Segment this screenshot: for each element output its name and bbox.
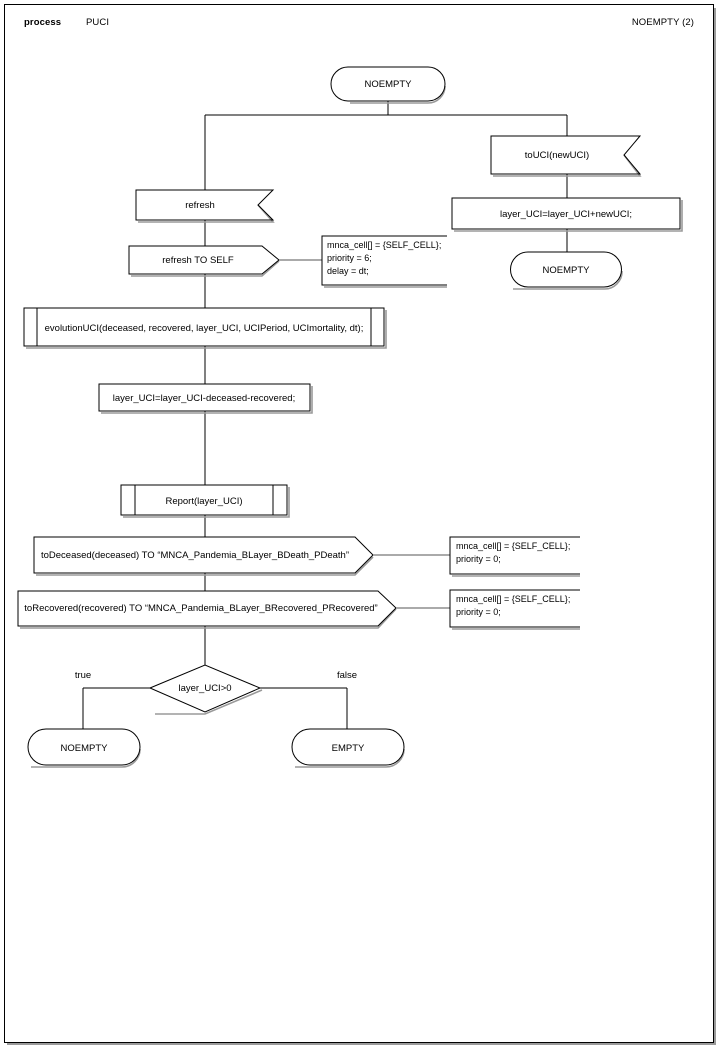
state-noempty-after-toUCI-label: NOEMPTY bbox=[543, 265, 591, 276]
procedure-call-report[interactable]: Report(layer_UCI) bbox=[120, 484, 290, 518]
comment-recovered-line-1: mnca_cell[] = {SELF_CELL}; bbox=[456, 594, 570, 604]
state-noempty-true[interactable]: NOEMPTY bbox=[27, 728, 141, 768]
task-add-newUCI-label: layer_UCI=layer_UCI+newUCI; bbox=[500, 209, 632, 220]
procedure-call-evolutionUCI-label: evolutionUCI(deceased, recovered, layer_… bbox=[45, 323, 364, 334]
output-toDeceased-label: toDeceased(deceased) TO “MNCA_Pandemia_B… bbox=[41, 550, 349, 561]
comment-refresh-line-1: mnca_cell[] = {SELF_CELL}; bbox=[327, 240, 441, 250]
output-refresh-to-self[interactable]: refresh TO SELF bbox=[128, 245, 280, 277]
header-page-label: NOEMPTY (2) bbox=[631, 17, 694, 28]
output-toRecovered[interactable]: toRecovered(recovered) TO “MNCA_Pandemia… bbox=[17, 590, 397, 629]
flow-lines bbox=[82, 101, 568, 729]
comment-refresh-line-3: delay = dt; bbox=[327, 266, 369, 276]
comment-recovered: mnca_cell[] = {SELF_CELL}; priority = 0; bbox=[396, 589, 580, 630]
comment-deceased-line-1: mnca_cell[] = {SELF_CELL}; bbox=[456, 541, 570, 551]
state-noempty-start-label: NOEMPTY bbox=[365, 79, 413, 90]
task-subtract[interactable]: layer_UCI=layer_UCI-deceased-recovered; bbox=[98, 383, 313, 414]
branch-label-false: false bbox=[337, 670, 357, 681]
output-toDeceased[interactable]: toDeceased(deceased) TO “MNCA_Pandemia_B… bbox=[33, 536, 374, 576]
task-add-newUCI[interactable]: layer_UCI=layer_UCI+newUCI; bbox=[451, 197, 683, 232]
input-toUCI[interactable]: toUCI(newUCI) bbox=[490, 135, 642, 177]
state-noempty-start[interactable]: NOEMPTY bbox=[330, 66, 446, 104]
comment-deceased: mnca_cell[] = {SELF_CELL}; priority = 0; bbox=[373, 536, 580, 577]
decision-layerUCI-label: layer_UCI>0 bbox=[178, 683, 231, 694]
input-refresh[interactable]: refresh bbox=[135, 189, 275, 223]
page-frame bbox=[4, 4, 714, 1043]
task-subtract-label: layer_UCI=layer_UCI-deceased-recovered; bbox=[113, 393, 295, 404]
state-noempty-true-label: NOEMPTY bbox=[61, 743, 109, 754]
procedure-call-evolutionUCI[interactable]: evolutionUCI(deceased, recovered, layer_… bbox=[23, 307, 387, 349]
state-noempty-after-toUCI[interactable]: NOEMPTY bbox=[510, 251, 623, 290]
header-process-name: PUCI bbox=[86, 17, 110, 28]
header-process-keyword: process bbox=[24, 17, 62, 28]
input-refresh-label: refresh bbox=[185, 200, 215, 211]
output-toRecovered-label: toRecovered(recovered) TO “MNCA_Pandemia… bbox=[24, 603, 377, 614]
page-frame-shadow bbox=[7, 8, 716, 1045]
state-empty-false-label: EMPTY bbox=[332, 743, 365, 754]
decision-layerUCI-gt-zero[interactable]: layer_UCI>0 true false bbox=[75, 664, 357, 715]
comment-recovered-line-2: priority = 0; bbox=[456, 607, 501, 617]
branch-label-true: true bbox=[75, 670, 91, 681]
comment-refresh-line-2: priority = 6; bbox=[327, 253, 372, 263]
input-toUCI-label: toUCI(newUCI) bbox=[525, 150, 589, 161]
output-refresh-to-self-label: refresh TO SELF bbox=[162, 255, 234, 266]
comment-refresh: mnca_cell[] = {SELF_CELL}; priority = 6;… bbox=[279, 235, 447, 288]
comment-deceased-line-2: priority = 0; bbox=[456, 554, 501, 564]
procedure-call-report-label: Report(layer_UCI) bbox=[165, 496, 242, 507]
state-empty-false[interactable]: EMPTY bbox=[291, 728, 405, 768]
